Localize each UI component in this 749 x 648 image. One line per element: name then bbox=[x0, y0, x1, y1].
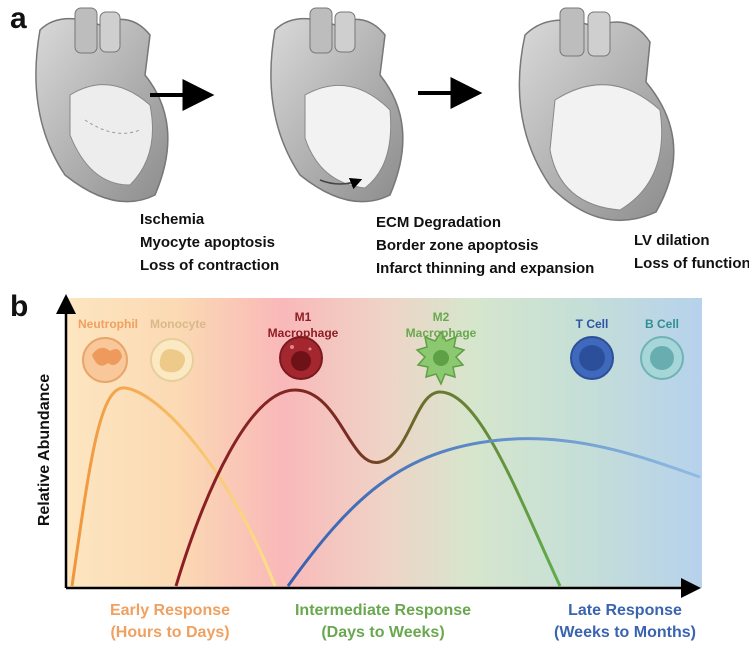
early-response-curve bbox=[70, 386, 277, 587]
caption-line: Infarct thinning and expansion bbox=[376, 260, 595, 277]
late-response-curve bbox=[286, 437, 701, 587]
m1-macrophage-icon bbox=[279, 336, 323, 380]
monocyte-label: Monocyte bbox=[149, 317, 206, 331]
caption-line: LV dilation bbox=[634, 232, 710, 249]
t-cell-icon bbox=[570, 336, 614, 380]
m2-label-line: M2 bbox=[432, 310, 450, 324]
stage-1-caption: Ischemia Myocyte apoptosis Loss of contr… bbox=[140, 208, 279, 277]
m1-macrophage-label: M1 Macrophage bbox=[258, 309, 348, 341]
caption-line: Myocyte apoptosis bbox=[140, 234, 276, 251]
panel-a-letter: a bbox=[10, 2, 27, 35]
caption-line: Loss of function bbox=[634, 255, 749, 272]
phase-line: Late Response bbox=[568, 602, 682, 619]
phase-line: Intermediate Response bbox=[294, 602, 472, 619]
b-cell-icon bbox=[640, 336, 684, 380]
m1-label-line: M1 bbox=[294, 310, 312, 324]
late-response-label: Late Response (Weeks to Months) bbox=[520, 600, 730, 644]
m2-label-line: Macrophage bbox=[405, 326, 477, 340]
m2-macrophage-icon bbox=[415, 330, 466, 386]
heart-3-icon bbox=[518, 7, 675, 222]
phase-line: (Weeks to Months) bbox=[554, 624, 696, 641]
neutrophil-icon bbox=[82, 337, 128, 383]
m2-macrophage-label: M2 Macrophage bbox=[396, 309, 486, 341]
neutrophil-label: Neutrophil bbox=[78, 317, 138, 331]
macrophage-curve bbox=[174, 388, 562, 587]
caption-line: Border zone apoptosis bbox=[376, 237, 539, 254]
phase-line: (Hours to Days) bbox=[110, 624, 230, 641]
m1-label-line: Macrophage bbox=[267, 326, 339, 340]
stage-3-caption: LV dilation Loss of function bbox=[634, 229, 749, 275]
caption-line: ECM Degradation bbox=[376, 214, 502, 231]
y-axis-label: Relative Abundance bbox=[36, 373, 53, 527]
caption-line: Loss of contraction bbox=[140, 257, 280, 274]
phase-line: Early Response bbox=[109, 602, 231, 619]
stage-2-caption: ECM Degradation Border zone apoptosis In… bbox=[376, 211, 594, 280]
heart-1-icon bbox=[35, 7, 169, 203]
panel-b-letter: b bbox=[10, 290, 29, 323]
t-cell-label: T Cell bbox=[575, 317, 609, 331]
caption-line: Ischemia bbox=[140, 211, 205, 228]
b-cell-label: B Cell bbox=[644, 317, 679, 331]
intermediate-response-label: Intermediate Response (Days to Weeks) bbox=[268, 600, 498, 644]
monocyte-icon bbox=[150, 338, 194, 382]
phase-line: (Days to Weeks) bbox=[321, 624, 445, 641]
heart-2-icon bbox=[270, 7, 404, 203]
early-response-label: Early Response (Hours to Days) bbox=[70, 600, 270, 644]
